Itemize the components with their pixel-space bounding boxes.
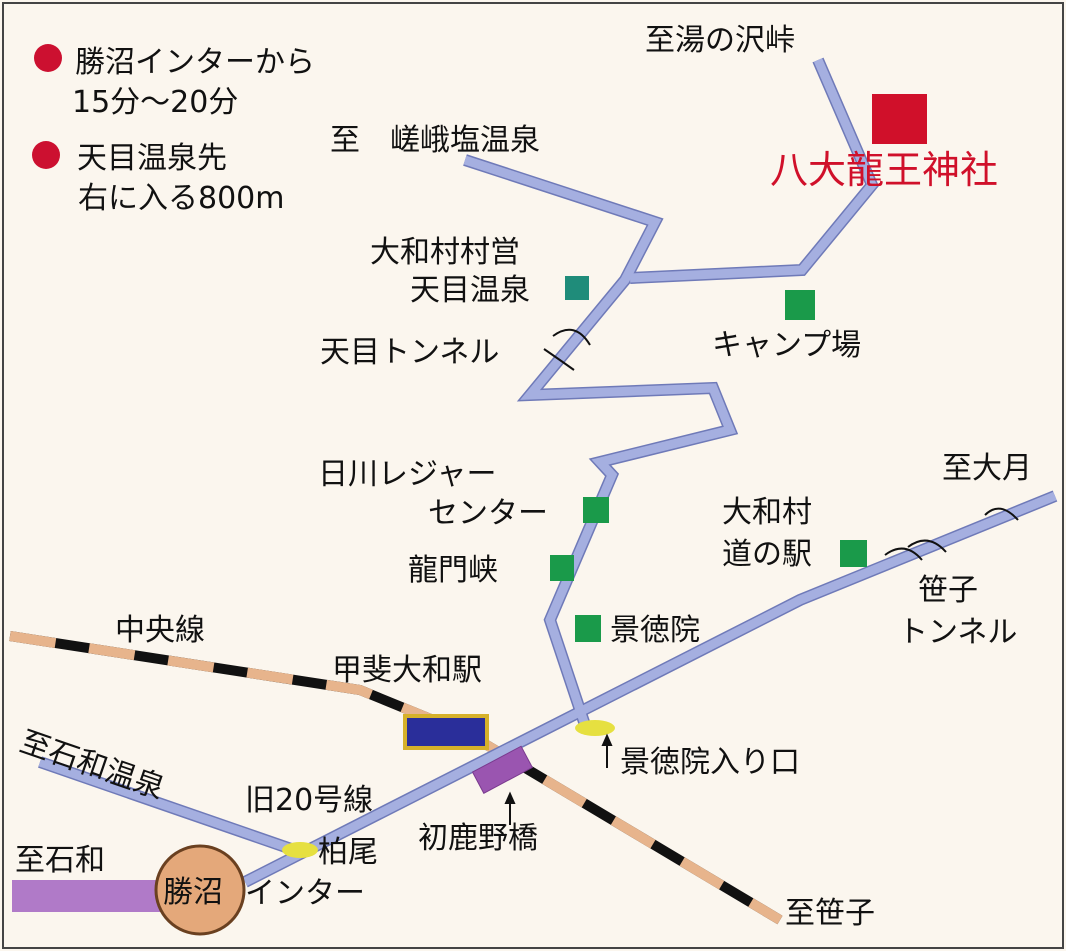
label-to-sagashio: 至 嵯峨塩温泉 <box>330 123 540 158</box>
to-isawa-route-bar <box>12 880 162 912</box>
label-leisure-2: センター <box>428 496 548 531</box>
label-to-sasago: 至笹子 <box>785 896 875 931</box>
label-tenmoku-tunnel: 天目トンネル <box>320 335 499 370</box>
legend-bullet-1 <box>34 44 62 72</box>
tenmoku-onsen-marker <box>565 276 589 300</box>
hajikano-bridge-marker <box>471 745 534 794</box>
label-leisure-1: 日川レジャー <box>318 457 497 492</box>
keitoku-entrance-junction <box>575 720 615 736</box>
label-keitoku-entrance: 景徳院入り口 <box>620 745 800 780</box>
label-katsunuma-ic: インター <box>245 876 365 911</box>
shrine-marker <box>872 94 927 144</box>
roads <box>38 57 1058 888</box>
label-yamato-onsen-2: 天目温泉 <box>410 273 530 308</box>
shrine-name: 八大龍王神社 <box>770 148 998 192</box>
legend-2-line-1: 天目温泉先 <box>77 141 227 176</box>
ryumonkyo-marker <box>550 555 574 581</box>
label-old-route20: 旧20号線 <box>245 783 373 818</box>
label-keitoku: 景徳院 <box>610 613 700 648</box>
tunnel-marks <box>543 328 1019 561</box>
legend-2-line-2: 右に入る800m <box>78 181 284 216</box>
label-yamato-onsen-1: 大和村村営 <box>370 235 520 270</box>
chuo-railway <box>9 631 783 925</box>
poi-markers <box>550 276 867 642</box>
pointer-arrows <box>504 733 613 825</box>
leisure-center-marker <box>583 497 609 523</box>
label-kashio: 柏尾 <box>318 835 378 870</box>
label-to-yunosawa: 至湯の沢峠 <box>645 23 795 58</box>
camp-marker <box>785 290 815 320</box>
michinoeki-marker <box>840 540 867 567</box>
label-michinoeki-2: 道の駅 <box>722 537 812 572</box>
label-katsunuma-circle: 勝沼 <box>163 875 223 910</box>
label-to-isawa: 至石和 <box>15 843 105 878</box>
label-chuo-line: 中央線 <box>115 613 205 648</box>
legend: 勝沼インターから 15分〜20分 天目温泉先 右に入る800m <box>32 44 315 216</box>
label-michinoeki-1: 大和村 <box>722 495 812 530</box>
kai-yamato-station-marker <box>403 714 489 750</box>
label-ryumon: 龍門峡 <box>408 553 498 588</box>
label-hajikano-bridge: 初鹿野橋 <box>418 821 538 856</box>
katsunuma-interchange-circle <box>154 844 246 936</box>
legend-1-line-1: 勝沼インターから <box>75 45 315 80</box>
legend-bullet-2 <box>32 141 60 169</box>
label-sasago-tunnel-1: 笹子 <box>918 573 978 608</box>
keitokuin-marker <box>575 615 601 642</box>
kashio-junction <box>282 842 318 858</box>
label-to-otsuki: 至大月 <box>942 451 1032 486</box>
label-sasago-tunnel-2: トンネル <box>898 615 1017 650</box>
legend-1-line-2: 15分〜20分 <box>72 85 238 120</box>
label-camp: キャンプ場 <box>712 328 861 363</box>
label-station: 甲斐大和駅 <box>332 653 482 688</box>
